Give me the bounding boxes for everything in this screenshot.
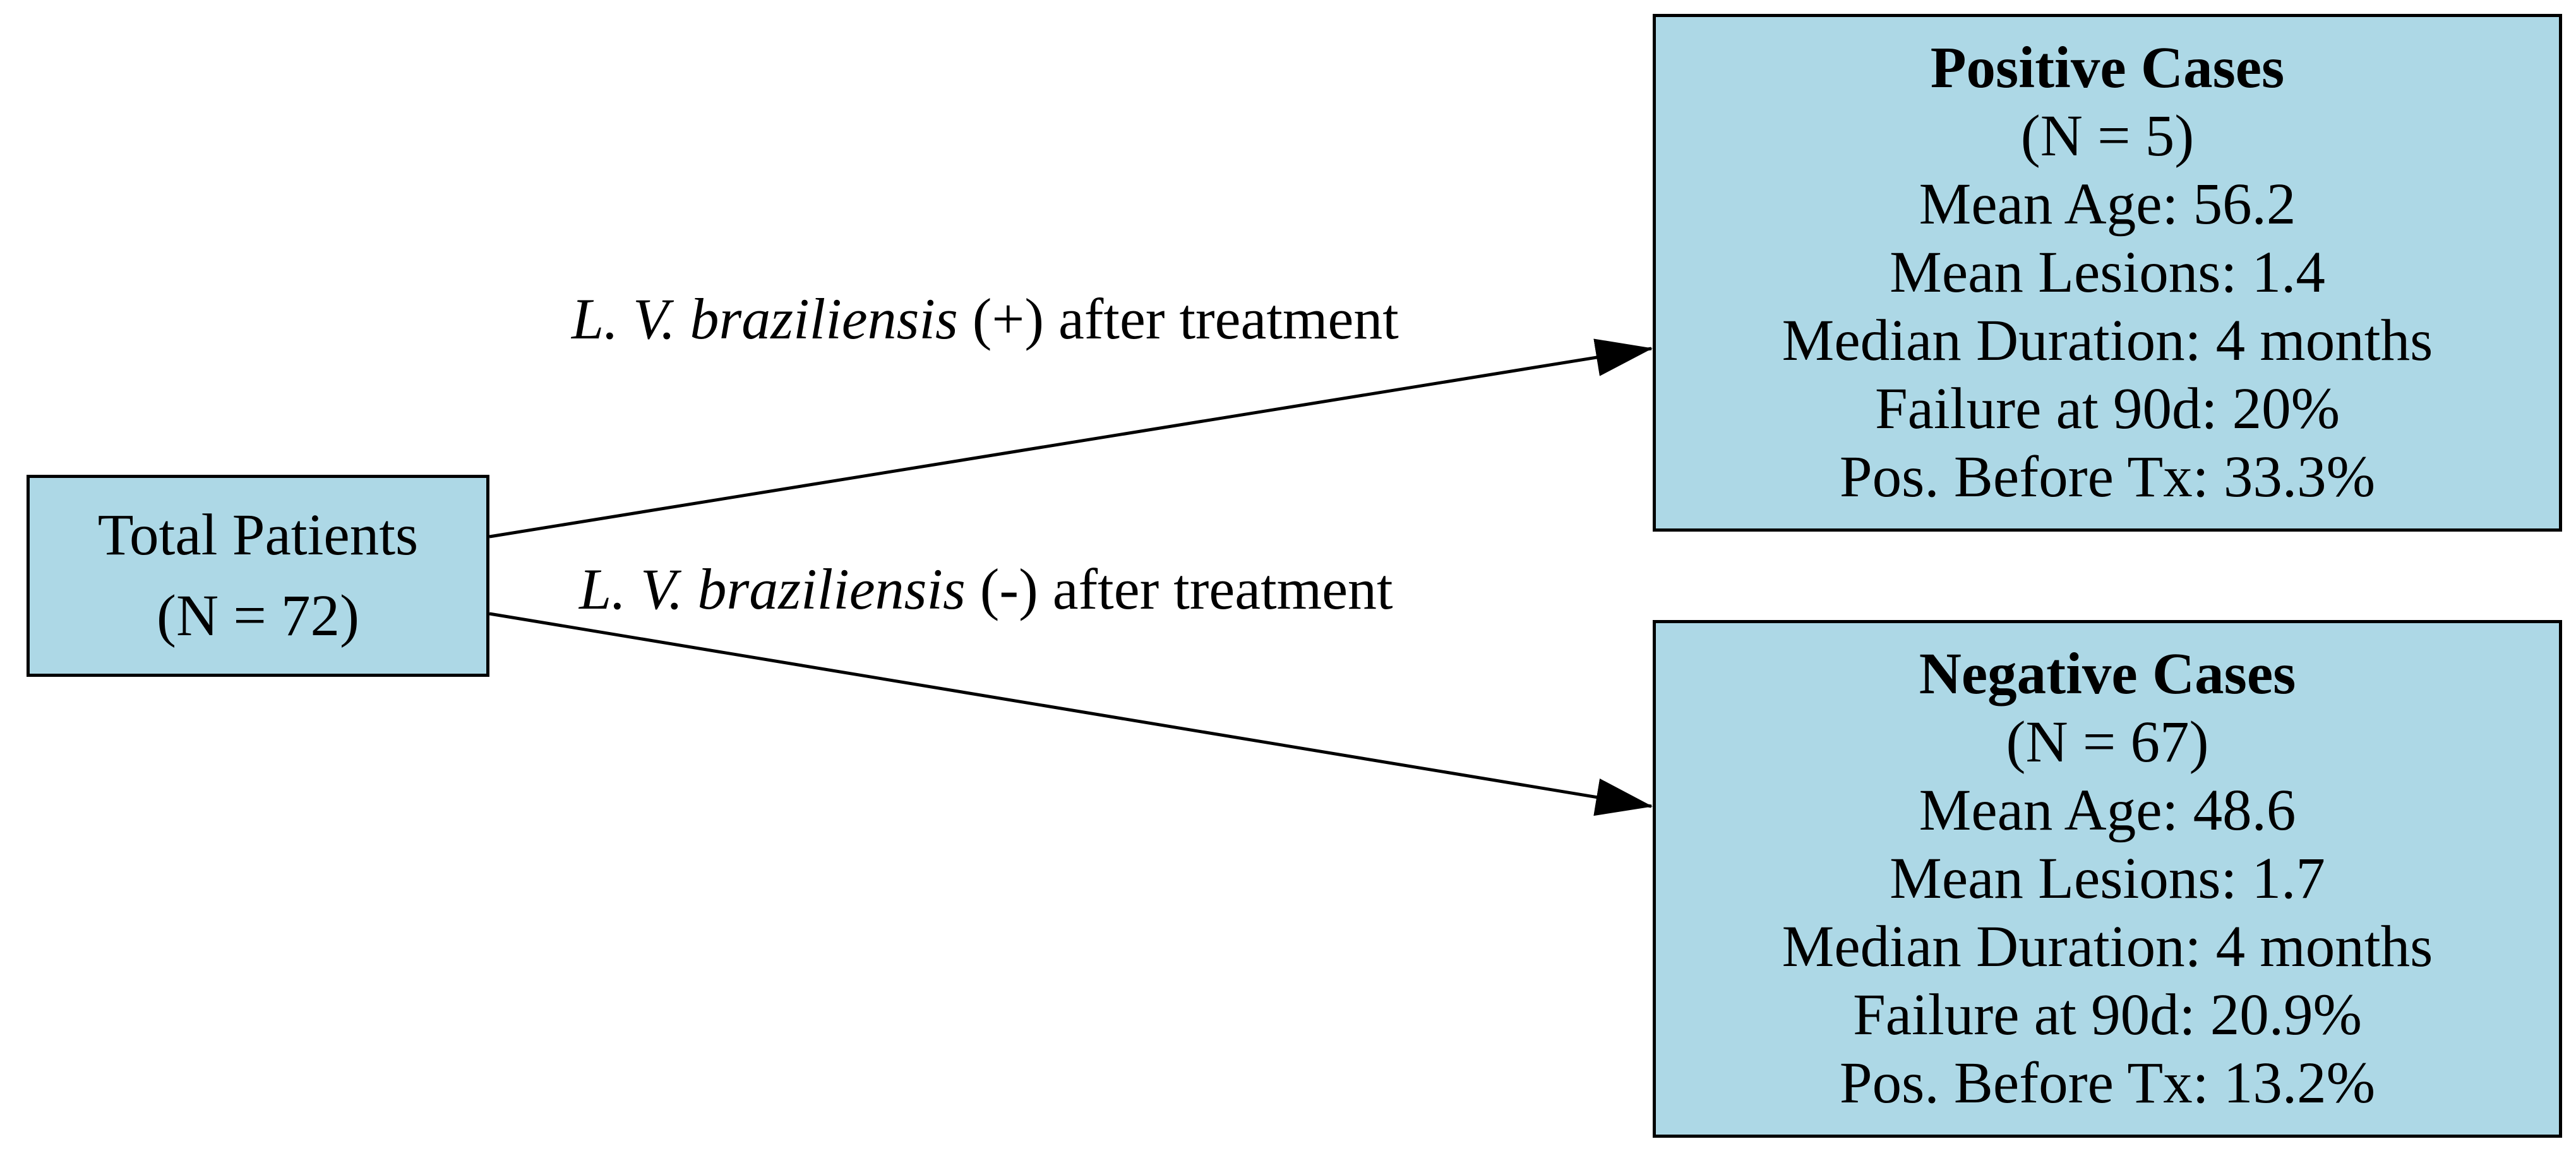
edge-label-positive-species: L. V. braziliensis xyxy=(572,287,958,351)
positive-cases-node: Positive Cases (N = 5) Mean Age: 56.2 Me… xyxy=(1653,14,2562,532)
positive-cases-count: (N = 5) xyxy=(2020,104,2195,169)
positive-failure-90d: Failure at 90d: 20% xyxy=(1874,376,2340,441)
negative-mean-lesions: Mean Lesions: 1.7 xyxy=(1890,846,2325,911)
edge-label-negative-species: L. V. braziliensis xyxy=(579,557,966,621)
negative-cases-title: Negative Cases xyxy=(1919,641,2296,707)
positive-mean-lesions: Mean Lesions: 1.4 xyxy=(1890,240,2325,305)
edge-to-negative xyxy=(489,612,1653,816)
positive-median-duration: Median Duration: 4 months xyxy=(1782,308,2433,373)
total-patients-label: Total Patients xyxy=(97,503,419,568)
edge-label-positive-text: (+) after treatment xyxy=(972,287,1399,351)
negative-cases-node: Negative Cases (N = 67) Mean Age: 48.6 M… xyxy=(1653,620,2562,1138)
positive-pos-before-tx: Pos. Before Tx: 33.3% xyxy=(1839,444,2376,510)
total-patients-count: (N = 72) xyxy=(156,583,360,648)
negative-mean-age: Mean Age: 48.6 xyxy=(1919,778,2296,843)
positive-cases-title: Positive Cases xyxy=(1930,35,2285,100)
negative-pos-before-tx: Pos. Before Tx: 13.2% xyxy=(1839,1051,2376,1116)
total-patients-node: Total Patients (N = 72) xyxy=(27,475,489,677)
edge-label-positive: L. V. braziliensis (+) after treatment xyxy=(572,284,1399,354)
positive-mean-age: Mean Age: 56.2 xyxy=(1919,172,2296,237)
negative-failure-90d: Failure at 90d: 20.9% xyxy=(1853,982,2362,1047)
edge-to-positive xyxy=(489,338,1653,539)
negative-median-duration: Median Duration: 4 months xyxy=(1782,914,2433,979)
edge-label-negative-text: (-) after treatment xyxy=(979,557,1393,621)
negative-cases-count: (N = 67) xyxy=(2006,710,2209,775)
edge-label-negative: L. V. braziliensis (-) after treatment xyxy=(579,554,1393,624)
